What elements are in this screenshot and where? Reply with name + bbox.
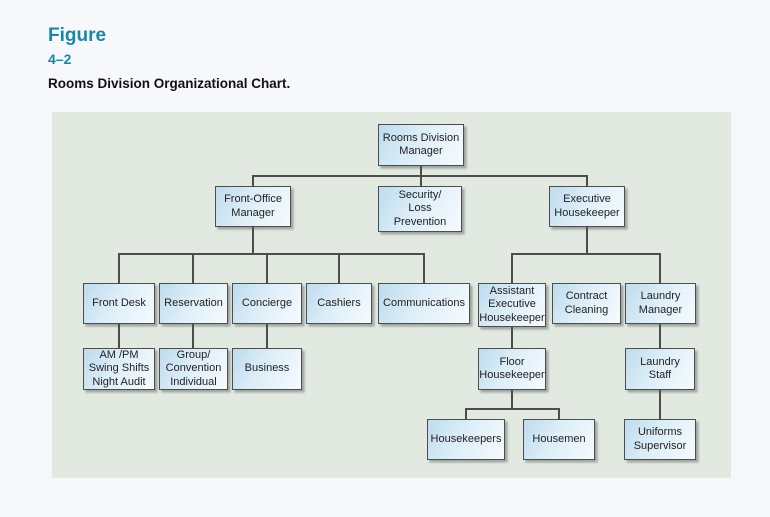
connector-line [586, 175, 588, 186]
org-node-front-desk: Front Desk [83, 283, 155, 324]
connector-line [465, 408, 560, 410]
connector-line [192, 253, 194, 283]
connector-line [511, 327, 513, 348]
org-node-rooms-division-manager: Rooms Division Manager [378, 124, 464, 166]
connector-line [659, 253, 661, 283]
connector-line [420, 175, 422, 186]
org-node-cashiers: Cashiers [306, 283, 372, 324]
connector-line [118, 253, 425, 255]
connector-line [511, 253, 513, 283]
org-chart-panel: Rooms Division Manager Front-Office Mana… [52, 112, 731, 478]
org-node-uniforms-supervisor: Uniforms Supervisor [624, 419, 696, 460]
org-node-executive-housekeeper: Executive Housekeeper [549, 186, 625, 227]
connector-line [465, 408, 467, 419]
figure-label: Figure [48, 25, 107, 46]
connector-line [118, 253, 120, 283]
connector-line [338, 253, 340, 283]
connector-line [420, 166, 422, 176]
connector-line [266, 253, 268, 283]
org-node-contract-cleaning: Contract Cleaning [552, 283, 621, 324]
org-node-housekeepers: Housekeepers [427, 419, 505, 460]
connector-line [252, 175, 254, 186]
connector-line [252, 227, 254, 253]
connector-line [266, 324, 268, 348]
org-node-security-loss-prevention: Security/ Loss Prevention [378, 186, 462, 232]
connector-line [423, 253, 425, 283]
connector-line [558, 408, 560, 419]
connector-line [659, 324, 661, 348]
figure-number: 4–2 [48, 51, 72, 67]
connector-line [511, 390, 513, 408]
org-node-group-convention-individual: Group/ Convention Individual [159, 348, 228, 390]
org-node-communications: Communications [378, 283, 470, 324]
figure-caption: Rooms Division Organizational Chart. [48, 76, 291, 91]
org-node-reservation: Reservation [159, 283, 228, 324]
org-node-am-pm-swing-shifts-night-audit: AM /PM Swing Shifts Night Audit [83, 348, 155, 390]
org-node-front-office-manager: Front-Office Manager [215, 186, 291, 227]
org-node-business: Business [232, 348, 302, 390]
connector-line [118, 324, 120, 348]
org-node-floor-housekeeper: Floor Housekeeper [478, 348, 546, 390]
org-node-assistant-executive-housekeeper: Assistant Executive Housekeeper [478, 283, 546, 327]
org-node-laundry-staff: Laundry Staff [625, 348, 695, 390]
connector-line [192, 324, 194, 348]
connector-line [586, 227, 588, 253]
connector-line [659, 390, 661, 419]
connector-line [511, 253, 661, 255]
org-node-housemen: Housemen [523, 419, 595, 460]
org-node-laundry-manager: Laundry Manager [625, 283, 696, 324]
org-node-concierge: Concierge [232, 283, 302, 324]
